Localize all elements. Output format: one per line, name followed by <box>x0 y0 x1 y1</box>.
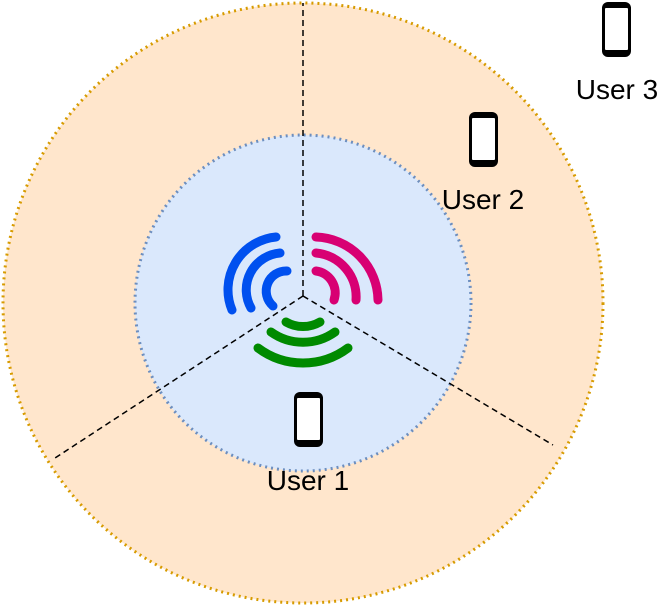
wireless-signal-icon <box>223 232 383 368</box>
beam-sector-right-icon <box>311 232 383 305</box>
inner-coverage-area <box>133 133 473 473</box>
user-2-device: User 2 <box>442 112 524 215</box>
beam-sector-left-icon <box>223 232 292 315</box>
beam-sector-bottom-icon <box>253 317 353 368</box>
user-2-label: User 2 <box>442 184 524 215</box>
beam-arc <box>281 317 325 332</box>
user-1-device: User 1 <box>267 392 349 496</box>
beam-arc <box>311 248 361 305</box>
beam-arc <box>223 232 281 315</box>
smartphone-icon <box>602 2 631 57</box>
beam-arc <box>311 266 340 305</box>
user-3-label: User 3 <box>576 74 658 105</box>
beam-arc <box>241 248 285 313</box>
smartphone-icon <box>469 112 498 167</box>
smartphone-icon <box>294 392 323 447</box>
beam-arc <box>261 266 292 311</box>
sector-divider-right <box>302 295 554 446</box>
beam-arc <box>266 327 340 347</box>
beam-arc <box>311 232 383 305</box>
sector-dividers <box>51 3 554 461</box>
beam-arc <box>253 343 353 368</box>
user-3-device: User 3 <box>576 2 658 105</box>
user-1-label: User 1 <box>267 465 349 496</box>
